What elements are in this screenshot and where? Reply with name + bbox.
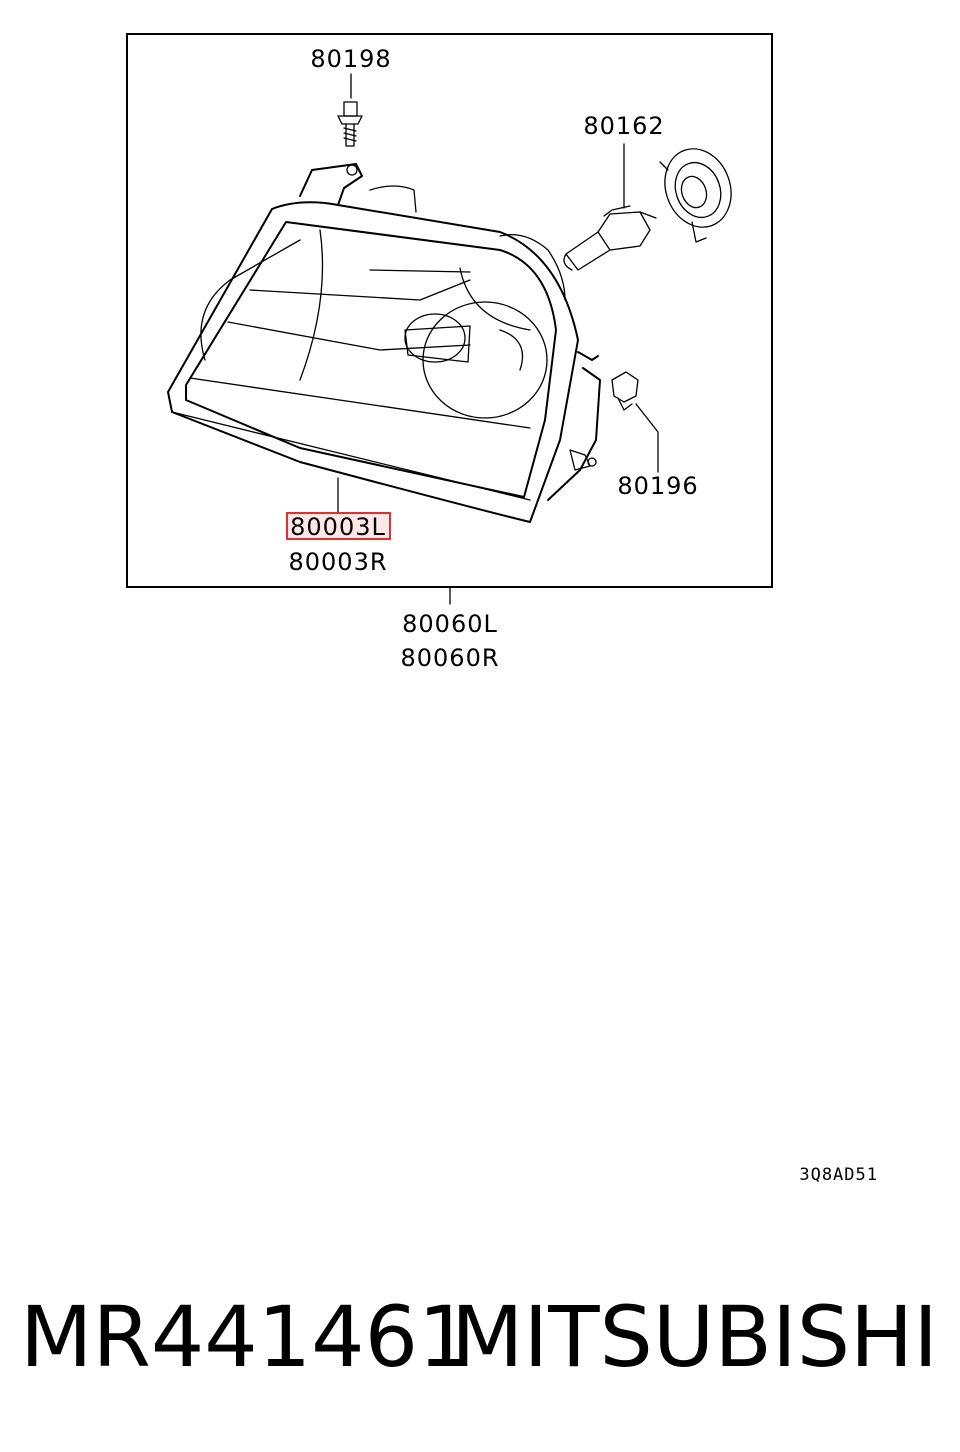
callout-80196: 80196 [617,472,698,500]
callout-80162: 80162 [583,112,664,140]
callout-highlight [286,512,391,540]
bulb-icon [563,205,657,271]
diagram-code: 3Q8AD51 [799,1165,878,1185]
callout-80060r: 80060R [400,644,499,672]
callout-80060l: 80060L [402,610,498,638]
headlamp-drawing [167,163,601,523]
socket-cover-icon [659,148,732,243]
brand-name: MITSUBISHI [451,1288,938,1386]
callout-80003l[interactable]: 80003L [290,513,386,541]
assembly-frame [126,33,773,588]
bolt-icon [337,101,363,147]
clip-icon [611,371,639,411]
part-number: MR441461 [20,1288,472,1386]
callout-80198: 80198 [310,45,391,73]
callout-80003r: 80003R [288,548,387,576]
leader-lines [337,73,659,605]
